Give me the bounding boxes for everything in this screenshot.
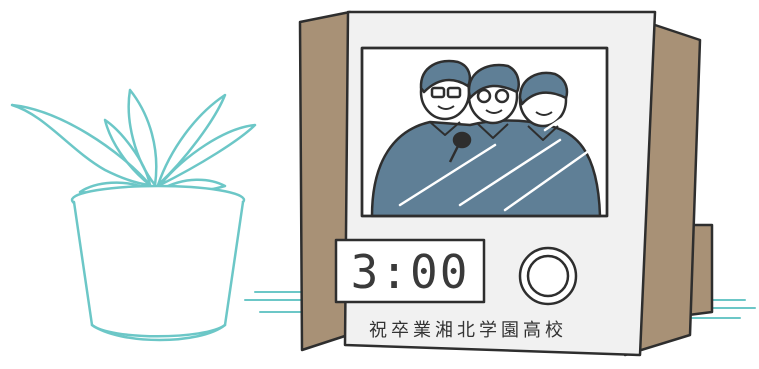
- clock-time: 3:00: [351, 245, 470, 299]
- clock-button[interactable]: [518, 246, 578, 306]
- plant-leaf-left-mid: [103, 118, 152, 187]
- potted-plant-illustration: [10, 88, 257, 342]
- frame-caption: 祝卒業湘北学園高校: [369, 320, 567, 341]
- plant-leaf-far-right: [158, 123, 257, 187]
- plant-leaf-right: [156, 93, 227, 187]
- photo-people: [370, 59, 602, 218]
- plant-leaf-center: [127, 88, 158, 187]
- plant-leaf-left: [10, 103, 152, 187]
- photo-frame-clock: 3:00 祝卒業湘北学園高校: [298, 10, 702, 357]
- clock-display: [334, 238, 486, 304]
- microphone: [452, 131, 472, 149]
- pot-body: [72, 200, 245, 338]
